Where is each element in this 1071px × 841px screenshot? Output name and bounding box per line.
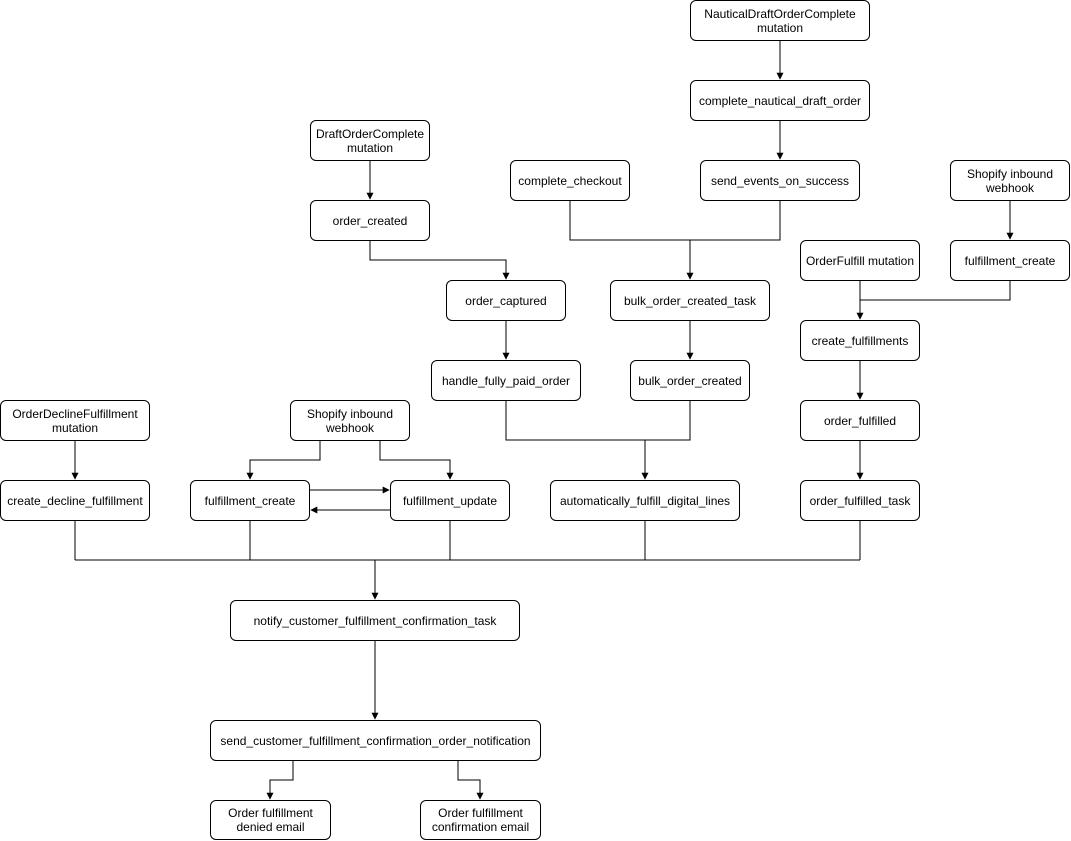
bulk-order-created-node: bulk_order_created: [630, 360, 750, 401]
send-customer-fulfillment-confirmation-order-notification-node: send_customer_fulfillment_confirmation_o…: [210, 720, 541, 761]
nautical-draft-order-complete-mutation-node: NauticalDraftOrderComplete mutation: [690, 0, 870, 41]
notify-customer-fulfillment-confirmation-task-node: notify_customer_fulfillment_confirmation…: [230, 600, 520, 641]
complete-nautical-draft-order-node: complete_nautical_draft_order: [690, 80, 870, 121]
shopify-inbound-webhook-right-node: Shopify inbound webhook: [950, 160, 1070, 201]
shopify-inbound-webhook-left-node: Shopify inbound webhook: [290, 400, 410, 441]
order-fulfilled-task-node: order_fulfilled_task: [800, 480, 920, 521]
edge-send-notification-to-denied-email: [266, 761, 294, 800]
fulfillment-create-left-node: fulfillment_create: [190, 480, 310, 521]
create-decline-fulfillment-node: create_decline_fulfillment: [0, 480, 150, 521]
draft-order-complete-mutation-node: DraftOrderComplete mutation: [310, 120, 430, 161]
edge-shopify-left-to-fulfillment-update: [379, 441, 454, 480]
edge-shopify-left-to-fulfillment-create-left: [246, 441, 321, 480]
edge-order-created-to-order-captured: [369, 241, 510, 280]
bulk-order-created-task-node: bulk_order_created_task: [610, 280, 770, 321]
automatically-fulfill-digital-lines-node: automatically_fulfill_digital_lines: [550, 480, 740, 521]
order-fulfillment-confirmation-email-node: Order fulfillment confirmation email: [420, 800, 541, 840]
order-fulfilled-node: order_fulfilled: [800, 400, 920, 441]
edge-bulk-created-to-auto-fulfill: [645, 401, 691, 441]
order-decline-fulfillment-mutation-node: OrderDeclineFulfillment mutation: [0, 400, 150, 441]
order-created-node: order_created: [310, 200, 430, 241]
edge-handle-paid-to-auto-fulfill: [505, 401, 649, 480]
order-fulfill-mutation-node: OrderFulfill mutation: [800, 240, 920, 281]
fulfillment-create-right-node: fulfillment_create: [950, 240, 1070, 281]
order-captured-node: order_captured: [446, 280, 566, 321]
edge-send-notification-to-confirmation-email: [457, 761, 484, 800]
create-fulfillments-node: create_fulfillments: [800, 320, 920, 361]
edge-send-events-to-bulk-task: [690, 201, 781, 241]
edge-fulfillment-create-right-to-create-fulfillments: [860, 281, 1011, 301]
complete-checkout-node: complete_checkout: [510, 160, 630, 201]
handle-fully-paid-order-node: handle_fully_paid_order: [431, 360, 581, 401]
order-fulfillment-denied-email-node: Order fulfillment denied email: [210, 800, 331, 840]
send-events-on-success-node: send_events_on_success: [700, 160, 860, 201]
fulfillment-update-node: fulfillment_update: [390, 480, 510, 521]
edge-complete-checkout-to-bulk-task: [569, 201, 694, 280]
